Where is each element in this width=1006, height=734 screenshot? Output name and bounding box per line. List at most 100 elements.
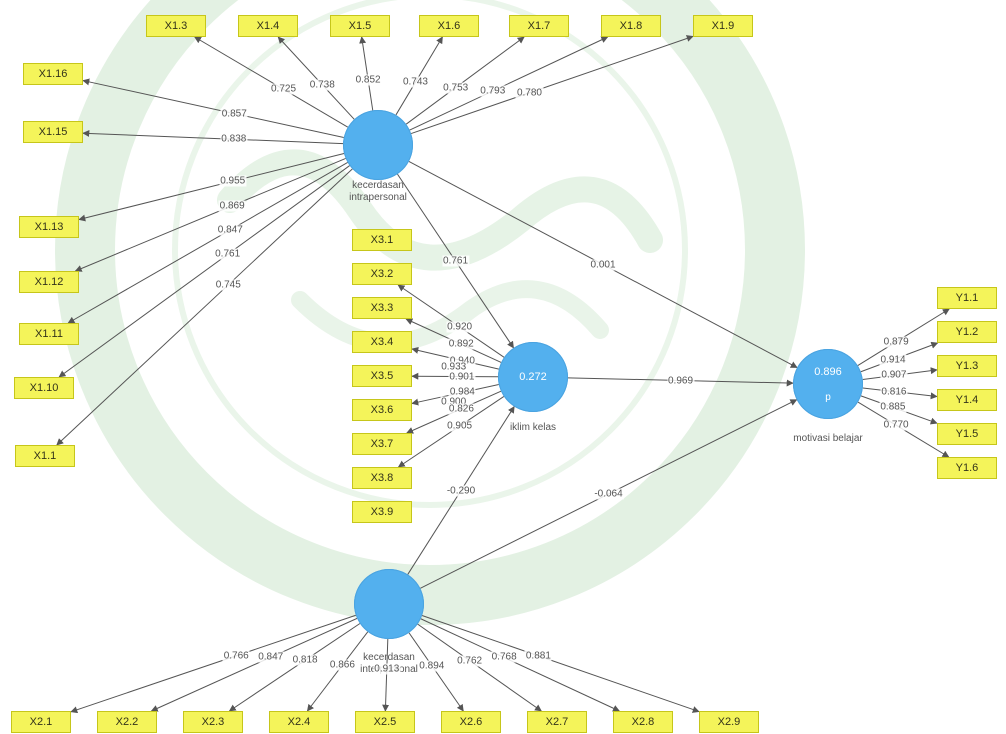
loading-label: 0.738 [308, 79, 336, 91]
loading-label: 0.905 [446, 420, 474, 432]
loading-arrow [277, 36, 355, 120]
loading-label: 0.920 [446, 321, 474, 333]
loading-arrow [228, 623, 361, 712]
indicator-x1-3[interactable]: X1.3 [146, 15, 206, 37]
loading-label: 0.818 [291, 654, 319, 666]
loading-arrow [359, 36, 374, 111]
indicator-x1-6[interactable]: X1.6 [419, 15, 479, 37]
indicator-y1-1[interactable]: Y1.1 [937, 287, 997, 309]
loading-label: 0.847 [216, 224, 244, 236]
loading-label: 0.933 [440, 361, 468, 373]
loading-arrow [58, 165, 350, 378]
construct-kecerdasan-intrapersonal[interactable] [343, 110, 413, 180]
path-coefficient-label: 0.761 [441, 255, 470, 267]
loading-arrow [395, 36, 443, 116]
indicator-x2-9[interactable]: X2.9 [699, 711, 759, 733]
loading-arrow [56, 168, 353, 446]
loading-label: 0.753 [442, 82, 470, 94]
loading-label: 0.826 [447, 403, 475, 415]
indicator-x1-5[interactable]: X1.5 [330, 15, 390, 37]
indicator-x1-11[interactable]: X1.11 [19, 323, 79, 345]
path-coefficient-label: 0.001 [589, 259, 617, 270]
loading-arrow [194, 36, 349, 128]
path-coefficient-label: -0.064 [593, 488, 624, 500]
indicator-x1-8[interactable]: X1.8 [601, 15, 661, 37]
loading-label: 0.869 [218, 200, 246, 212]
loading-label: 0.793 [479, 85, 507, 97]
loading-arrow [67, 162, 348, 324]
loading-label: 0.766 [222, 650, 250, 662]
loading-label: 0.901 [448, 371, 476, 383]
loading-label: 0.780 [515, 87, 543, 99]
indicator-x3-5[interactable]: X3.5 [352, 365, 412, 387]
loading-label: 0.885 [879, 401, 907, 413]
loading-arrow [150, 617, 358, 712]
indicator-y1-3[interactable]: Y1.3 [937, 355, 997, 377]
indicator-y1-6[interactable]: Y1.6 [937, 457, 997, 479]
loading-label: 0.852 [354, 74, 382, 86]
loading-label: 0.838 [220, 133, 248, 145]
indicator-x1-7[interactable]: X1.7 [509, 15, 569, 37]
loading-label: 0.940 [448, 355, 476, 367]
loading-label: 0.761 [214, 248, 242, 260]
loading-label: 0.894 [418, 660, 446, 672]
indicator-x1-13[interactable]: X1.13 [19, 216, 79, 238]
indicator-x2-4[interactable]: X2.4 [269, 711, 329, 733]
indicator-x3-2[interactable]: X3.2 [352, 263, 412, 285]
loading-label: 0.770 [882, 419, 910, 431]
loading-arrow [408, 632, 464, 712]
indicator-x1-4[interactable]: X1.4 [238, 15, 298, 37]
loading-label: 0.847 [257, 651, 285, 663]
path-coefficient-label: -0.290 [445, 485, 477, 496]
indicator-x3-3[interactable]: X3.3 [352, 297, 412, 319]
loading-arrow [70, 614, 357, 714]
loading-arrow [397, 396, 505, 468]
indicator-x1-15[interactable]: X1.15 [23, 121, 83, 143]
loading-arrow [82, 129, 344, 145]
path-coefficient-label: 0.969 [666, 375, 695, 386]
indicator-x2-2[interactable]: X2.2 [97, 711, 157, 733]
indicator-x1-1[interactable]: X1.1 [15, 445, 75, 467]
loading-arrow [421, 615, 700, 713]
construct-label: motivasi belajar [793, 433, 863, 444]
indicator-y1-4[interactable]: Y1.4 [937, 389, 997, 411]
indicator-x1-10[interactable]: X1.10 [14, 377, 74, 399]
loading-label: 0.955 [219, 175, 247, 187]
indicator-x2-7[interactable]: X2.7 [527, 711, 587, 733]
indicator-x3-1[interactable]: X3.1 [352, 229, 412, 251]
loading-label: 0.816 [880, 386, 908, 398]
loading-arrow [382, 638, 390, 712]
construct-kecerdasan-interpersonal[interactable] [354, 569, 424, 639]
loading-arrow [420, 618, 620, 712]
loading-arrow [82, 78, 344, 139]
loading-arrow [409, 36, 609, 131]
indicator-x2-1[interactable]: X2.1 [11, 711, 71, 733]
indicator-x1-16[interactable]: X1.16 [23, 63, 83, 85]
loading-label: 0.743 [401, 76, 429, 88]
indicator-x2-5[interactable]: X2.5 [355, 711, 415, 733]
r-squared-value: 0.272 [519, 371, 547, 383]
construct-iklim-kelas[interactable]: 0.272 [498, 342, 568, 412]
indicator-x1-9[interactable]: X1.9 [693, 15, 753, 37]
loading-label: 0.762 [456, 655, 484, 667]
indicator-x3-6[interactable]: X3.6 [352, 399, 412, 421]
indicator-x3-7[interactable]: X3.7 [352, 433, 412, 455]
loading-label: 0.907 [880, 369, 908, 381]
loading-arrow [306, 631, 369, 712]
indicator-x2-8[interactable]: X2.8 [613, 711, 673, 733]
loading-label: 0.900 [440, 396, 468, 408]
indicator-x2-3[interactable]: X2.3 [183, 711, 243, 733]
indicator-x3-4[interactable]: X3.4 [352, 331, 412, 353]
indicator-x1-12[interactable]: X1.12 [19, 271, 79, 293]
indicator-y1-2[interactable]: Y1.2 [937, 321, 997, 343]
loading-label: 0.892 [447, 338, 475, 350]
indicator-x3-8[interactable]: X3.8 [352, 467, 412, 489]
indicator-x3-9[interactable]: X3.9 [352, 501, 412, 523]
indicator-y1-5[interactable]: Y1.5 [937, 423, 997, 445]
loading-label: 0.768 [490, 651, 518, 663]
indicator-x2-6[interactable]: X2.6 [441, 711, 501, 733]
